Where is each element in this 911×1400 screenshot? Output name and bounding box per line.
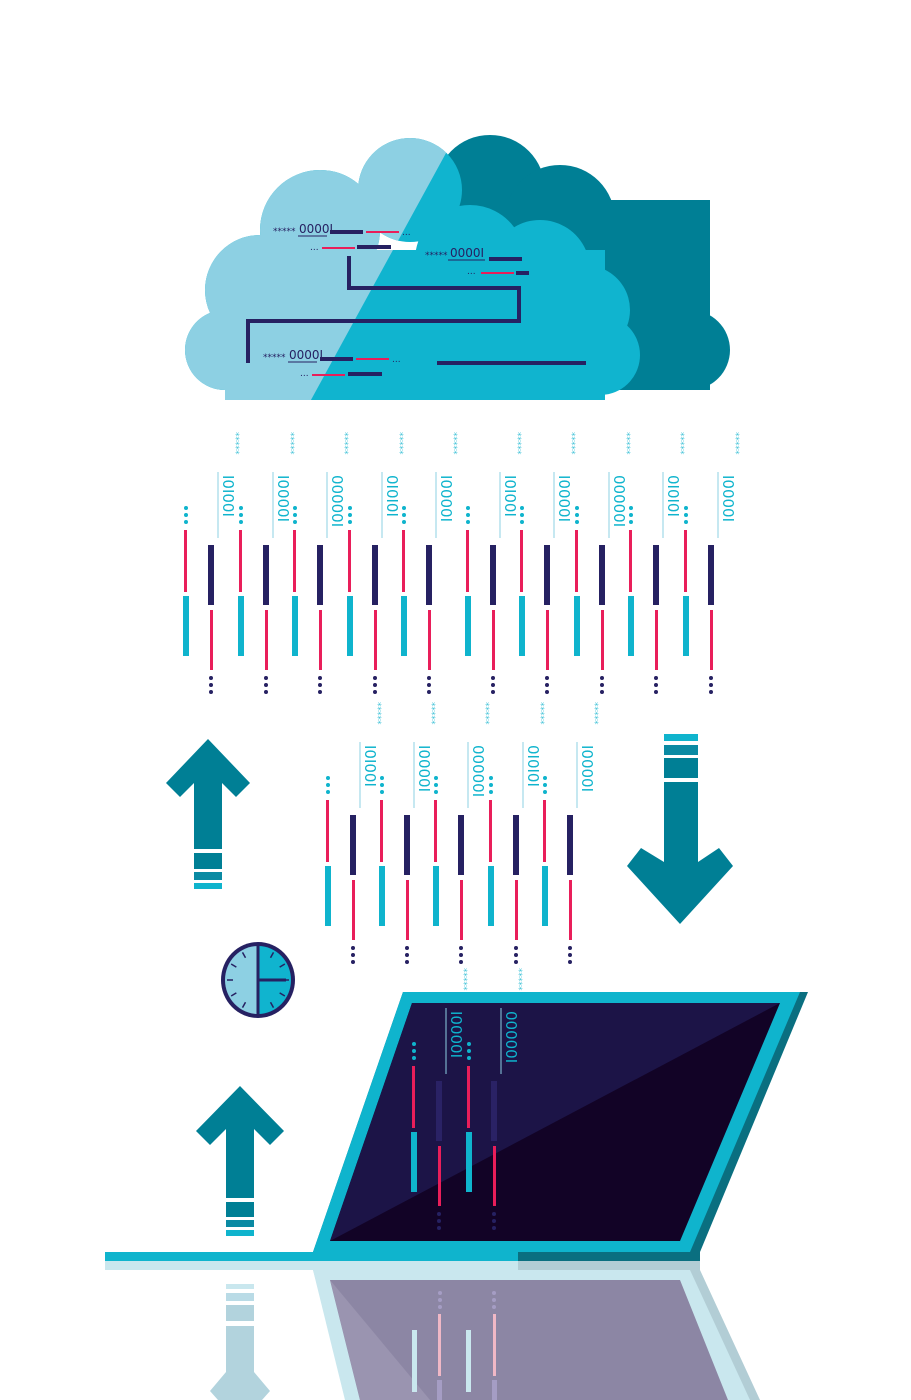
ellipsis-text: ... (300, 369, 309, 379)
ellipsis-text: ... (310, 243, 319, 253)
stars-text: ***** (458, 968, 468, 991)
binary-text: I0000I (555, 475, 573, 522)
data-stream: ***** 0I0I0I (488, 702, 545, 964)
stars-text: ***** (285, 432, 295, 455)
clock-tick (279, 992, 286, 997)
laptop-reflection (105, 1261, 760, 1400)
data-stream: ***** I0000I (519, 432, 576, 694)
binary-text: I0I00I (501, 475, 519, 517)
data-streams-row-2: ***** I0I00I ***** I0000I ***** 00000I ***** 0I… (325, 702, 599, 964)
stars-text: ***** (273, 227, 296, 237)
stars-text: ***** (339, 432, 349, 455)
binary-text: 0000I (289, 348, 323, 362)
data-stream: ***** I0000I (411, 968, 468, 1230)
binary-text: 00000I (328, 475, 346, 527)
download-arrow-icon (627, 734, 733, 924)
upload-arrow-icon (166, 739, 250, 889)
stars-text: ***** (566, 432, 576, 455)
stars-text: ***** (513, 968, 523, 991)
cloud-code-line-2: ***** 0000I ... (425, 246, 529, 277)
data-stream: ***** I0000I (379, 702, 436, 964)
binary-text: 00000I (469, 745, 487, 797)
stars-text: ***** (448, 432, 458, 455)
binary-text: 0I0I0I (524, 745, 542, 787)
binary-text: I0000I (274, 475, 292, 522)
stars-text: ***** (589, 702, 599, 725)
stars-text: ***** (480, 702, 490, 725)
data-stream: ***** I0000I (238, 432, 295, 694)
data-stream: ***** 00000I (433, 702, 490, 964)
clock-tick (241, 1001, 247, 1009)
clock-tick (269, 951, 275, 959)
cloud-code-line-1: ***** 0000I ... ... (273, 222, 411, 253)
clock-tick (269, 1001, 275, 1009)
clock-tick (279, 963, 286, 968)
clock-tick (230, 992, 237, 997)
cloud-icon: ***** 0000I ... ... ***** 0000I ... ****… (185, 135, 730, 400)
stars-text: ***** (230, 432, 240, 455)
ellipsis-text: ... (402, 228, 411, 238)
data-stream: ***** I0I00I (183, 432, 240, 694)
stars-text: ***** (675, 432, 685, 455)
binary-text: 0000I (450, 246, 484, 260)
data-stream: ***** I0000I (401, 432, 458, 694)
stars-text: ***** (426, 702, 436, 725)
data-stream: ***** 00000I (466, 968, 523, 1230)
data-stream: ***** 0I0I0I (628, 432, 685, 694)
stars-text: ***** (263, 353, 286, 363)
clock-tick (230, 963, 237, 968)
binary-text: I0000I (578, 745, 596, 792)
binary-text: 00000I (610, 475, 628, 527)
data-streams-row-1: ***** I0I00I ***** I0000I ***** 00000I ***** 0I… (183, 432, 740, 694)
stars-text: ***** (425, 251, 448, 261)
stars-text: ***** (535, 702, 545, 725)
data-stream: ***** I0000I (542, 702, 599, 964)
cloud-code-line-3: ***** 0000I ... ... (263, 348, 401, 379)
data-stream: ***** 00000I (292, 432, 349, 694)
data-stream: ***** I0I00I (325, 702, 382, 964)
binary-text: I0000I (437, 475, 455, 522)
clock-icon (221, 942, 295, 1018)
data-stream: ***** I0I00I (465, 432, 522, 694)
binary-text: I0000I (447, 1011, 465, 1058)
stars-text: ***** (621, 432, 631, 455)
data-stream: ***** I0000I (683, 432, 740, 694)
stars-text: ***** (730, 432, 740, 455)
binary-text: I0000I (719, 475, 737, 522)
binary-text: I0I00I (219, 475, 237, 517)
stars-text: ***** (372, 702, 382, 725)
ellipsis-text: ... (467, 267, 476, 277)
data-stream: ***** 00000I (574, 432, 631, 694)
binary-text: 0000I (299, 222, 333, 236)
binary-text: 0I0I0I (664, 475, 682, 517)
cloud-circuit (246, 256, 586, 365)
data-stream: ***** 0I0I0I (347, 432, 404, 694)
upload-arrow-icon (196, 1086, 284, 1236)
laptop-icon: ***** I0000I ***** 00000I (105, 968, 808, 1261)
binary-text: 00000I (502, 1011, 520, 1063)
stars-text: ***** (394, 432, 404, 455)
binary-text: I0000I (415, 745, 433, 792)
data-streams-laptop: ***** I0000I ***** 00000I (411, 968, 523, 1230)
stars-text: ***** (512, 432, 522, 455)
binary-text: I0I00I (361, 745, 379, 787)
ellipsis-text: ... (392, 355, 401, 365)
clock-tick (241, 951, 247, 959)
binary-text: 0I0I0I (383, 475, 401, 517)
